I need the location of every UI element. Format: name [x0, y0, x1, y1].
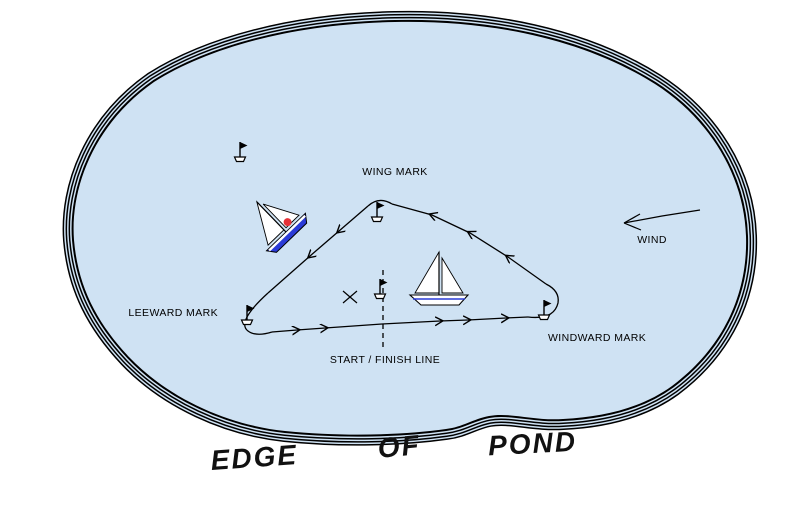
course-turn-wing	[367, 199, 393, 207]
spinnaker-dot	[283, 218, 292, 227]
leeward-mark-label: LEEWARD MARK	[128, 307, 218, 319]
sailboat-heeled-icon	[255, 200, 308, 253]
sailboat-icon	[408, 250, 470, 306]
wind-label: WIND	[637, 234, 667, 246]
start-finish-label: START / FINISH LINE	[330, 354, 440, 366]
heeled-deck-stripe	[268, 214, 306, 252]
course-leg-leeward-to-start	[271, 324, 383, 332]
edge-word-3: POND	[487, 426, 577, 462]
pond-water	[73, 21, 747, 435]
heeled-mast	[256, 201, 287, 233]
upright-hull	[408, 294, 470, 306]
edge-word-1: EDGE	[210, 439, 299, 476]
arrow-left-icon	[623, 209, 701, 231]
course-leg-wing-to-leeward	[267, 205, 369, 294]
course-leg-windward-to-wing	[391, 203, 547, 285]
edge-of-pond-caption: EDGE OF POND	[210, 426, 578, 476]
x-mark-icon	[342, 290, 358, 304]
windward-mark-label: WINDWARD MARK	[548, 332, 646, 344]
upright-jib	[441, 256, 464, 294]
course-leg-start-to-windward	[381, 317, 529, 324]
edge-word-2: OF	[376, 429, 421, 464]
pond-shoreline	[74, 22, 747, 435]
wing-mark-label: WING MARK	[362, 166, 427, 178]
